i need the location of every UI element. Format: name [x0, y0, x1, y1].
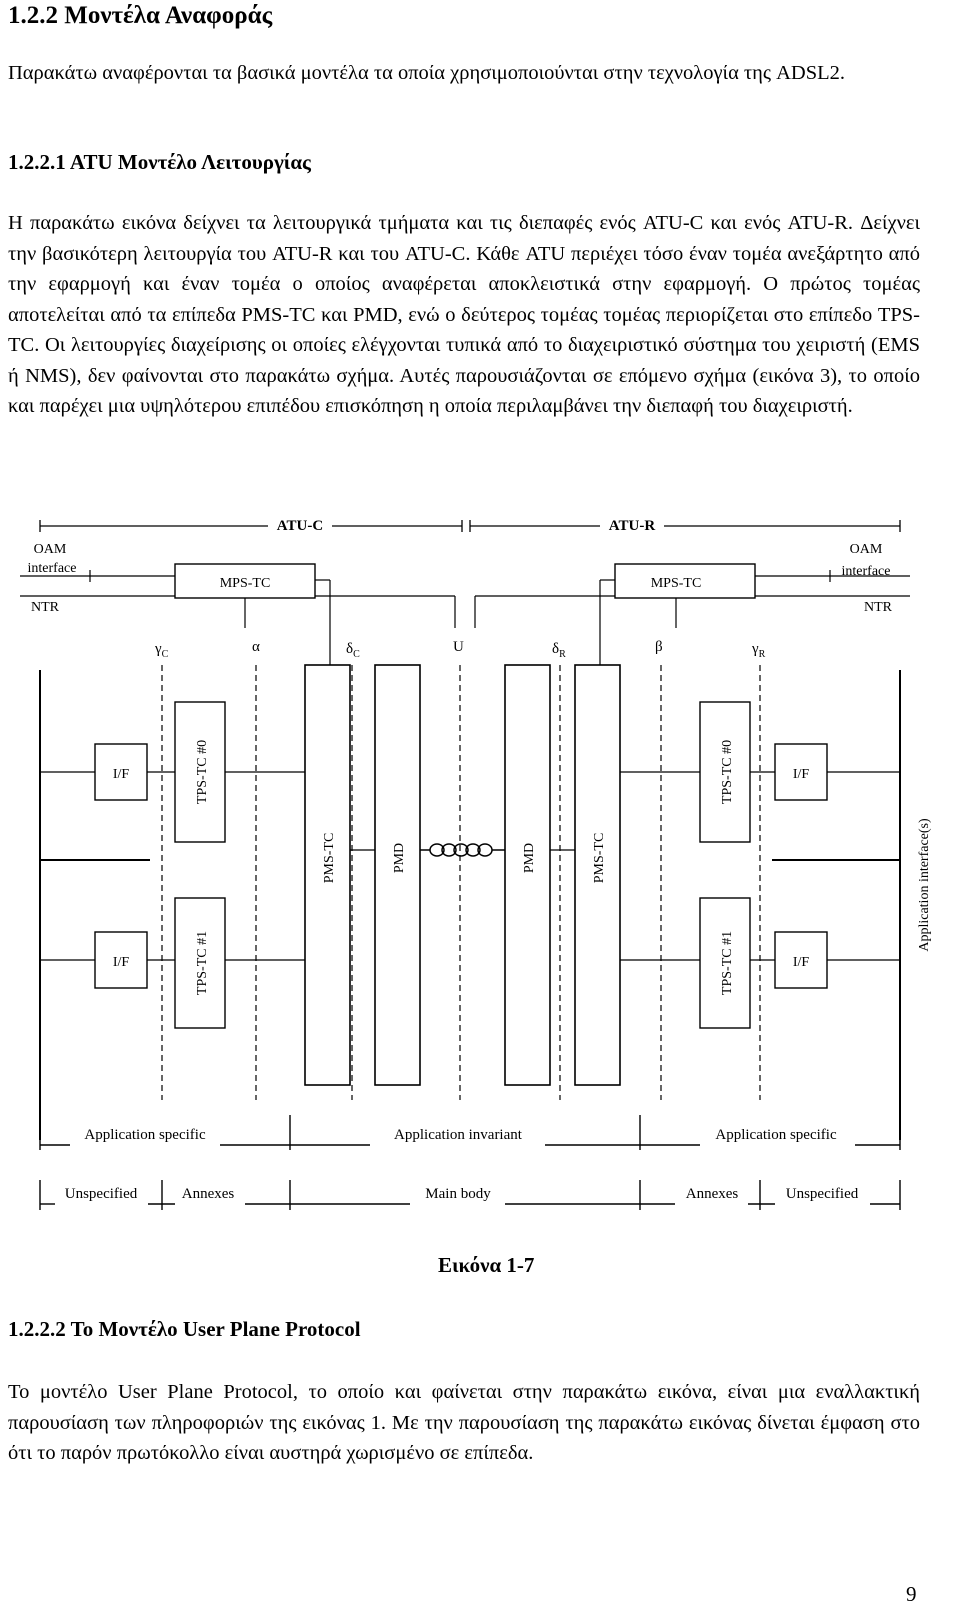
ntr-right-label: NTR	[864, 600, 893, 615]
annexes-left: Annexes	[182, 1186, 235, 1202]
ref-gamma-r: γR	[751, 641, 766, 660]
mps-tc-right-box	[614, 563, 756, 599]
if-bottom-right-label: I/F	[793, 955, 810, 970]
pmd-left-box	[374, 664, 421, 1086]
pms-tc-right-box	[574, 664, 621, 1086]
main-body-label: Main body	[425, 1186, 491, 1202]
figure-caption: Εικόνα 1-7	[438, 1253, 535, 1277]
tps-tc-0-right-label: TPS-TC #0	[720, 740, 735, 804]
mps-tc-left-label: MPS-TC	[220, 576, 271, 591]
subsection-heading-atu-model: 1.2.2.1 ATU Μοντέλο Λειτουργίας	[8, 150, 311, 174]
ref-delta-r: δR	[552, 641, 566, 660]
user-plane-paragraph: Το μοντέλο User Plane Protocol, το οποίο…	[8, 1381, 920, 1464]
ref-beta: β	[655, 639, 663, 655]
tps-tc-0-right-box	[699, 701, 751, 843]
mps-tc-connectors	[244, 579, 677, 665]
pms-tc-right-label: PMS-TC	[592, 833, 607, 884]
ref-gamma-c: γC	[154, 641, 169, 660]
atu-c-span-arrow	[39, 520, 463, 532]
section-heading-reference-models: 1.2.2 Μοντέλα Αναφοράς	[8, 2, 273, 29]
if-top-right-label: I/F	[793, 767, 810, 782]
tps-tc-0-left-label: TPS-TC #0	[195, 740, 210, 804]
reference-dashed-lines	[161, 665, 761, 1100]
ref-alpha: α	[252, 639, 260, 655]
application-interface-label: Application interface(s)	[917, 818, 932, 952]
application-specific-right: Application specific	[715, 1127, 837, 1143]
oam-interface-left-line1: OAM	[34, 542, 67, 557]
ntr-left-label: NTR	[31, 600, 60, 615]
ref-delta-c: δC	[346, 641, 360, 660]
subsection-heading-user-plane: 1.2.2.2 Το Μοντέλο User Plane Protocol	[8, 1317, 361, 1341]
device-frames	[39, 670, 901, 1140]
pms-tc-left-label: PMS-TC	[322, 833, 337, 884]
reference-points: γC α δC U δR β γR	[154, 639, 766, 660]
mps-tc-right-label: MPS-TC	[651, 576, 702, 591]
scope-brackets	[39, 1115, 901, 1210]
atu-r-span-arrow	[469, 520, 901, 532]
if-top-left-label: I/F	[113, 767, 130, 782]
if-bottom-left-label: I/F	[113, 955, 130, 970]
signal-connections	[40, 771, 900, 961]
atu-r-label: ATU-R	[609, 520, 656, 534]
tps-tc-1-right-label: TPS-TC #1	[720, 931, 735, 995]
pms-tc-left-box	[304, 664, 351, 1086]
application-invariant: Application invariant	[394, 1127, 523, 1143]
twisted-pair-loop	[420, 843, 505, 857]
pmd-right-box	[504, 664, 551, 1086]
application-specific-left: Application specific	[84, 1127, 206, 1143]
page-number: 9	[906, 1582, 917, 1606]
atu-c-label: ATU-C	[277, 520, 323, 534]
unspecified-left: Unspecified	[65, 1186, 138, 1202]
tps-tc-1-right-box	[699, 897, 751, 1029]
oam-interface-left-line2: interface	[28, 561, 77, 576]
oam-interface-right-line2: interface	[842, 564, 891, 579]
pmd-right-label: PMD	[522, 843, 537, 873]
annexes-right: Annexes	[686, 1186, 739, 1202]
if-box-bottom-right	[774, 931, 828, 989]
atu-functional-diagram: ATU-C ATU-R OAM interface NTR OAM interf…	[20, 520, 932, 1210]
pmd-left-label: PMD	[392, 843, 407, 873]
tps-tc-1-left-box	[174, 897, 226, 1029]
atu-model-paragraph: Η παρακάτω εικόνα δείχνει τα λειτουργικά…	[8, 212, 920, 417]
oam-interface-right-line1: OAM	[850, 542, 883, 557]
ref-u: U	[453, 639, 464, 655]
unspecified-right: Unspecified	[786, 1186, 859, 1202]
intro-paragraph: Παρακάτω αναφέρονται τα βασικά μοντέλα τ…	[8, 62, 846, 84]
tps-tc-1-left-label: TPS-TC #1	[195, 931, 210, 995]
